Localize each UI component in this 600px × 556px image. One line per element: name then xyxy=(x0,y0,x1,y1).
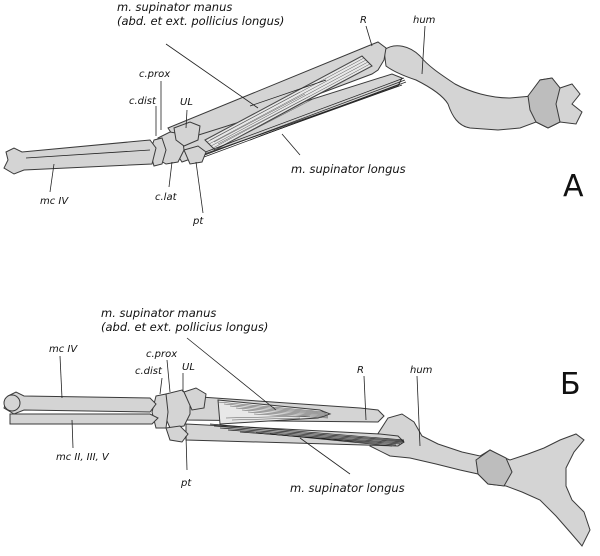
label-r-a: R xyxy=(360,15,367,26)
label-c-lat-a: c.lat xyxy=(155,192,178,203)
humerus-head-detail-a xyxy=(527,77,561,129)
label-hum-a: hum xyxy=(413,15,436,26)
label-supinator-manus-a-2: (abd. et ext. pollicius longus) xyxy=(117,14,284,28)
panel-a: m. supinator manus (abd. et ext. pollici… xyxy=(3,0,584,227)
carpal-ulnare-a xyxy=(173,121,201,147)
label-c-prox-a: c.prox xyxy=(139,69,170,80)
supinator-longus-muscle-b xyxy=(209,423,405,447)
label-c-dist-a: c.dist xyxy=(129,96,157,107)
label-pt-b: pt xyxy=(180,478,192,489)
metacarpals-ii-iii-v-b xyxy=(9,413,159,425)
metacarpal-iv-b xyxy=(3,391,157,415)
label-hum-b: hum xyxy=(410,365,433,376)
label-supinator-manus-b-2: (abd. et ext. pollicius longus) xyxy=(101,320,268,334)
label-ul-b: UL xyxy=(182,362,195,373)
panel-letter-a: A xyxy=(563,169,584,204)
humerus-bone-b xyxy=(369,413,591,547)
supinator-longus-muscle-a xyxy=(199,77,407,158)
label-mc-iv-b: mc IV xyxy=(49,344,78,355)
label-supinator-manus-b-1: m. supinator manus xyxy=(101,306,216,320)
panel-b: m. supinator manus (abd. et ext. pollici… xyxy=(3,306,591,547)
metacarpal-iv-line-a xyxy=(25,149,151,159)
label-mc-iv-a: mc IV xyxy=(40,196,69,207)
label-supinator-longus-a: m. supinator longus xyxy=(291,162,406,176)
label-c-prox-b: c.prox xyxy=(146,349,177,360)
label-r-b: R xyxy=(357,365,364,376)
metacarpal-iv-a xyxy=(3,139,157,175)
label-c-dist-b: c.dist xyxy=(135,366,163,377)
label-supinator-longus-b: m. supinator longus xyxy=(290,481,405,495)
supinator-manus-muscle-b xyxy=(217,399,332,425)
label-supinator-manus-a-1: m. supinator manus xyxy=(117,0,232,14)
metacarpal-iv-head-b xyxy=(3,394,21,412)
pisiform-b xyxy=(165,425,189,443)
humerus-head-detail-b xyxy=(475,449,513,487)
carpal-ulnare-b xyxy=(183,387,207,411)
label-pt-a: pt xyxy=(192,216,204,227)
panel-letter-b: Б xyxy=(560,367,581,402)
pisiform-a xyxy=(183,145,207,165)
carpal-distal-b xyxy=(151,393,169,429)
label-mc-ii-iii-v-b: mc II, III, V xyxy=(56,452,110,463)
supinator-manus-muscle-a xyxy=(204,55,373,151)
label-ul-a: UL xyxy=(180,97,193,108)
